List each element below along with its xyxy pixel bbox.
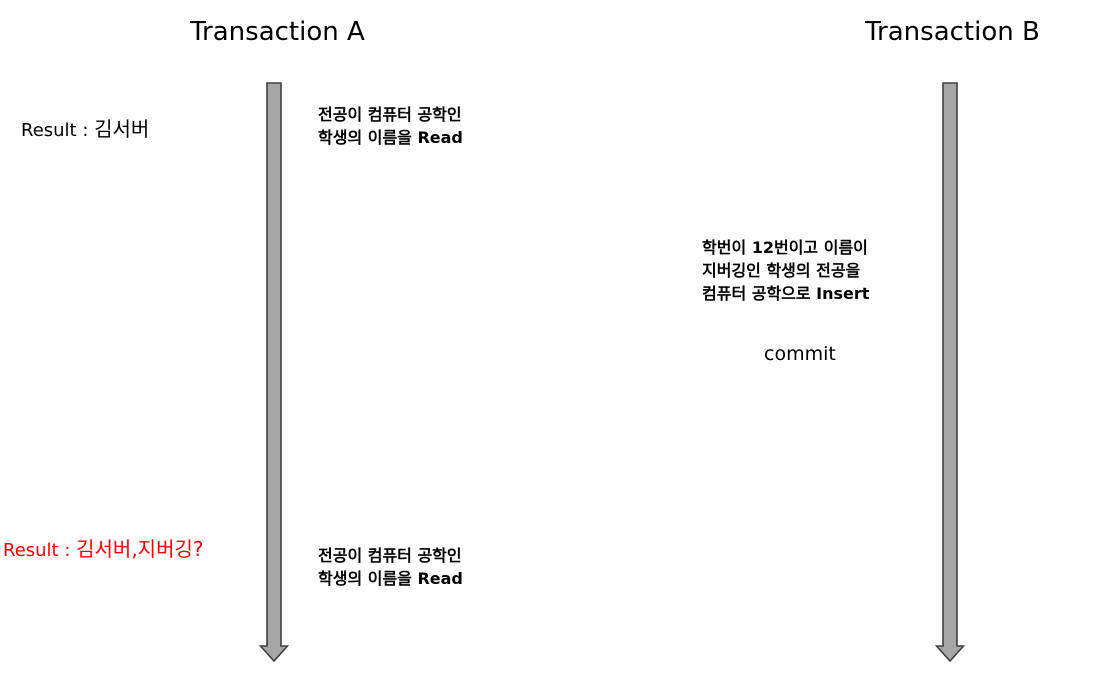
result-1-value: 김서버 [94,117,150,141]
insert-line3: 컴퓨터 공학으로 Insert [702,284,870,303]
first-read-line1: 전공이 컴퓨터 공학인 [318,105,462,124]
transaction-a-timeline-arrow [259,82,289,663]
timeline-a-arrow-shape [259,82,289,663]
first-read-result: Result : 김서버 [21,115,149,145]
result-2-value: 김서버,지버깅? [76,537,204,561]
transaction-b-commit: commit [764,343,836,365]
transaction-a-title: Transaction A [190,17,365,47]
transaction-b-insert: 학번이 12번이고 이름이 지버깅인 학생의 전공을 컴퓨터 공학으로 Inse… [702,236,869,305]
transaction-b-title: Transaction B [865,17,1040,47]
result-2-label: Result : [3,540,77,561]
second-read-result-phantom: Result : 김서버,지버깅? [3,535,204,565]
insert-line2: 지버깅인 학생의 전공을 [702,261,861,280]
insert-line1: 학번이 12번이고 이름이 [702,238,868,257]
timeline-b-arrow-shape [935,82,965,663]
transaction-a-second-read: 전공이 컴퓨터 공학인 학생의 이름을 Read [318,544,463,590]
result-1-label: Result : [21,120,95,141]
first-read-line2: 학생의 이름을 Read [318,128,463,147]
transaction-b-timeline-arrow [935,82,965,663]
second-read-line2: 학생의 이름을 Read [318,569,463,588]
transaction-a-first-read: 전공이 컴퓨터 공학인 학생의 이름을 Read [318,103,463,149]
second-read-line1: 전공이 컴퓨터 공학인 [318,546,462,565]
